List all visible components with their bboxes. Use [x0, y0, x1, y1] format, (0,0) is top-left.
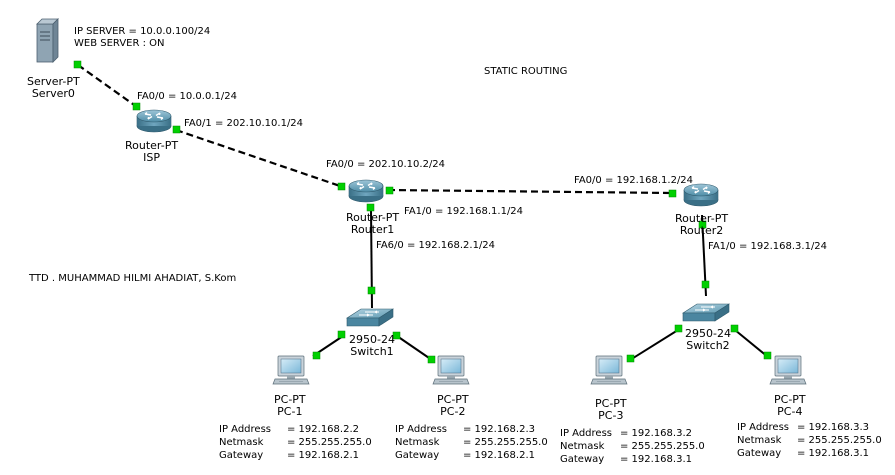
mask-key: Netmask — [560, 441, 605, 452]
gw-key: Gateway — [395, 450, 440, 461]
gw-key: Gateway — [560, 454, 605, 465]
isp-fa01-label: FA0/1 = 202.10.10.1/24 — [184, 118, 304, 129]
pc1-config: IP Address = 192.168.2.2 Netmask = 255.255… — [219, 423, 372, 462]
router-icon — [348, 179, 384, 203]
pc4-config: IP Address = 192.168.3.3 Netmask = 255.255… — [737, 421, 882, 460]
router1-fa00-label: FA0/0 = 202.10.10.2/24 — [326, 159, 446, 170]
pc-icon — [590, 355, 628, 385]
pc-icon — [769, 355, 807, 385]
gw-value: = 192.168.3.1 — [797, 448, 869, 459]
port-indicators — [73, 60, 772, 364]
mask-value: = 255.255.255.0 — [620, 441, 705, 452]
server0-device[interactable] — [36, 18, 59, 63]
link-switch2-pc3 — [629, 329, 679, 361]
diagram-title: STATIC ROUTING — [484, 66, 568, 77]
link-switch1-pc2 — [396, 335, 433, 361]
mask-key: Netmask — [395, 437, 440, 448]
router1-fa10-label: FA1/0 = 192.168.1.1/24 — [404, 206, 524, 217]
router2-fa10-label: FA1/0 = 192.168.3.1/24 — [708, 241, 828, 252]
pc-icon — [272, 355, 310, 385]
link-switch2-pc4 — [734, 329, 769, 358]
mask-value: = 255.255.255.0 — [287, 437, 372, 448]
router-icon — [136, 109, 172, 133]
mask-value: = 255.255.255.0 — [463, 437, 548, 448]
mask-value: = 255.255.255.0 — [797, 435, 882, 446]
pc-icon — [432, 355, 470, 385]
router1-router[interactable] — [348, 179, 384, 203]
pc4-device[interactable] — [769, 355, 807, 385]
ip-value: = 192.168.3.2 — [620, 428, 692, 439]
ip-value: = 192.168.2.2 — [287, 424, 359, 435]
server-icon — [36, 23, 54, 63]
ip-key: IP Address — [737, 422, 789, 433]
gw-value: = 192.168.2.1 — [287, 450, 359, 461]
gw-key: Gateway — [219, 450, 264, 461]
isp-router[interactable] — [136, 109, 172, 133]
switch2-switch[interactable] — [682, 303, 730, 322]
author-note: TTD . MUHAMMAD HILMI AHADIAT, S.Kom — [29, 273, 237, 284]
mask-key: Netmask — [219, 437, 264, 448]
link-router1-router2 — [387, 188, 673, 195]
server-web-note: WEB SERVER : ON — [73, 38, 166, 49]
gw-value: = 192.168.3.1 — [620, 454, 692, 465]
link-isp-router1 — [175, 128, 344, 189]
mask-key: Netmask — [737, 435, 782, 446]
pc2-config: IP Address = 192.168.2.3 Netmask = 255.255… — [395, 423, 548, 462]
switch-icon — [682, 303, 730, 322]
router1-fa60-label: FA6/0 = 192.168.2.1/24 — [376, 240, 496, 251]
pc2-device[interactable] — [432, 355, 470, 385]
ip-key: IP Address — [560, 428, 612, 439]
router-icon — [683, 183, 719, 207]
ip-value: = 192.168.3.3 — [797, 422, 869, 433]
ip-key: IP Address — [395, 424, 447, 435]
ip-key: IP Address — [219, 424, 271, 435]
switch-icon — [346, 308, 394, 327]
router2-router[interactable] — [683, 183, 719, 207]
pc1-device[interactable] — [272, 355, 310, 385]
gw-key: Gateway — [737, 448, 782, 459]
pc3-device[interactable] — [590, 355, 628, 385]
link-server-isp — [77, 64, 138, 108]
switch1-switch[interactable] — [346, 308, 394, 327]
ip-value: = 192.168.2.3 — [463, 424, 535, 435]
gw-value: = 192.168.2.1 — [463, 450, 535, 461]
server-ip-note: IP SERVER = 10.0.0.100/24 — [73, 26, 212, 37]
router2-fa00-label: FA0/0 = 192.168.1.2/24 — [574, 175, 694, 186]
pc3-config: IP Address = 192.168.3.2 Netmask = 255.255… — [560, 427, 705, 466]
isp-fa00-label: FA0/0 = 10.0.0.1/24 — [137, 91, 237, 102]
